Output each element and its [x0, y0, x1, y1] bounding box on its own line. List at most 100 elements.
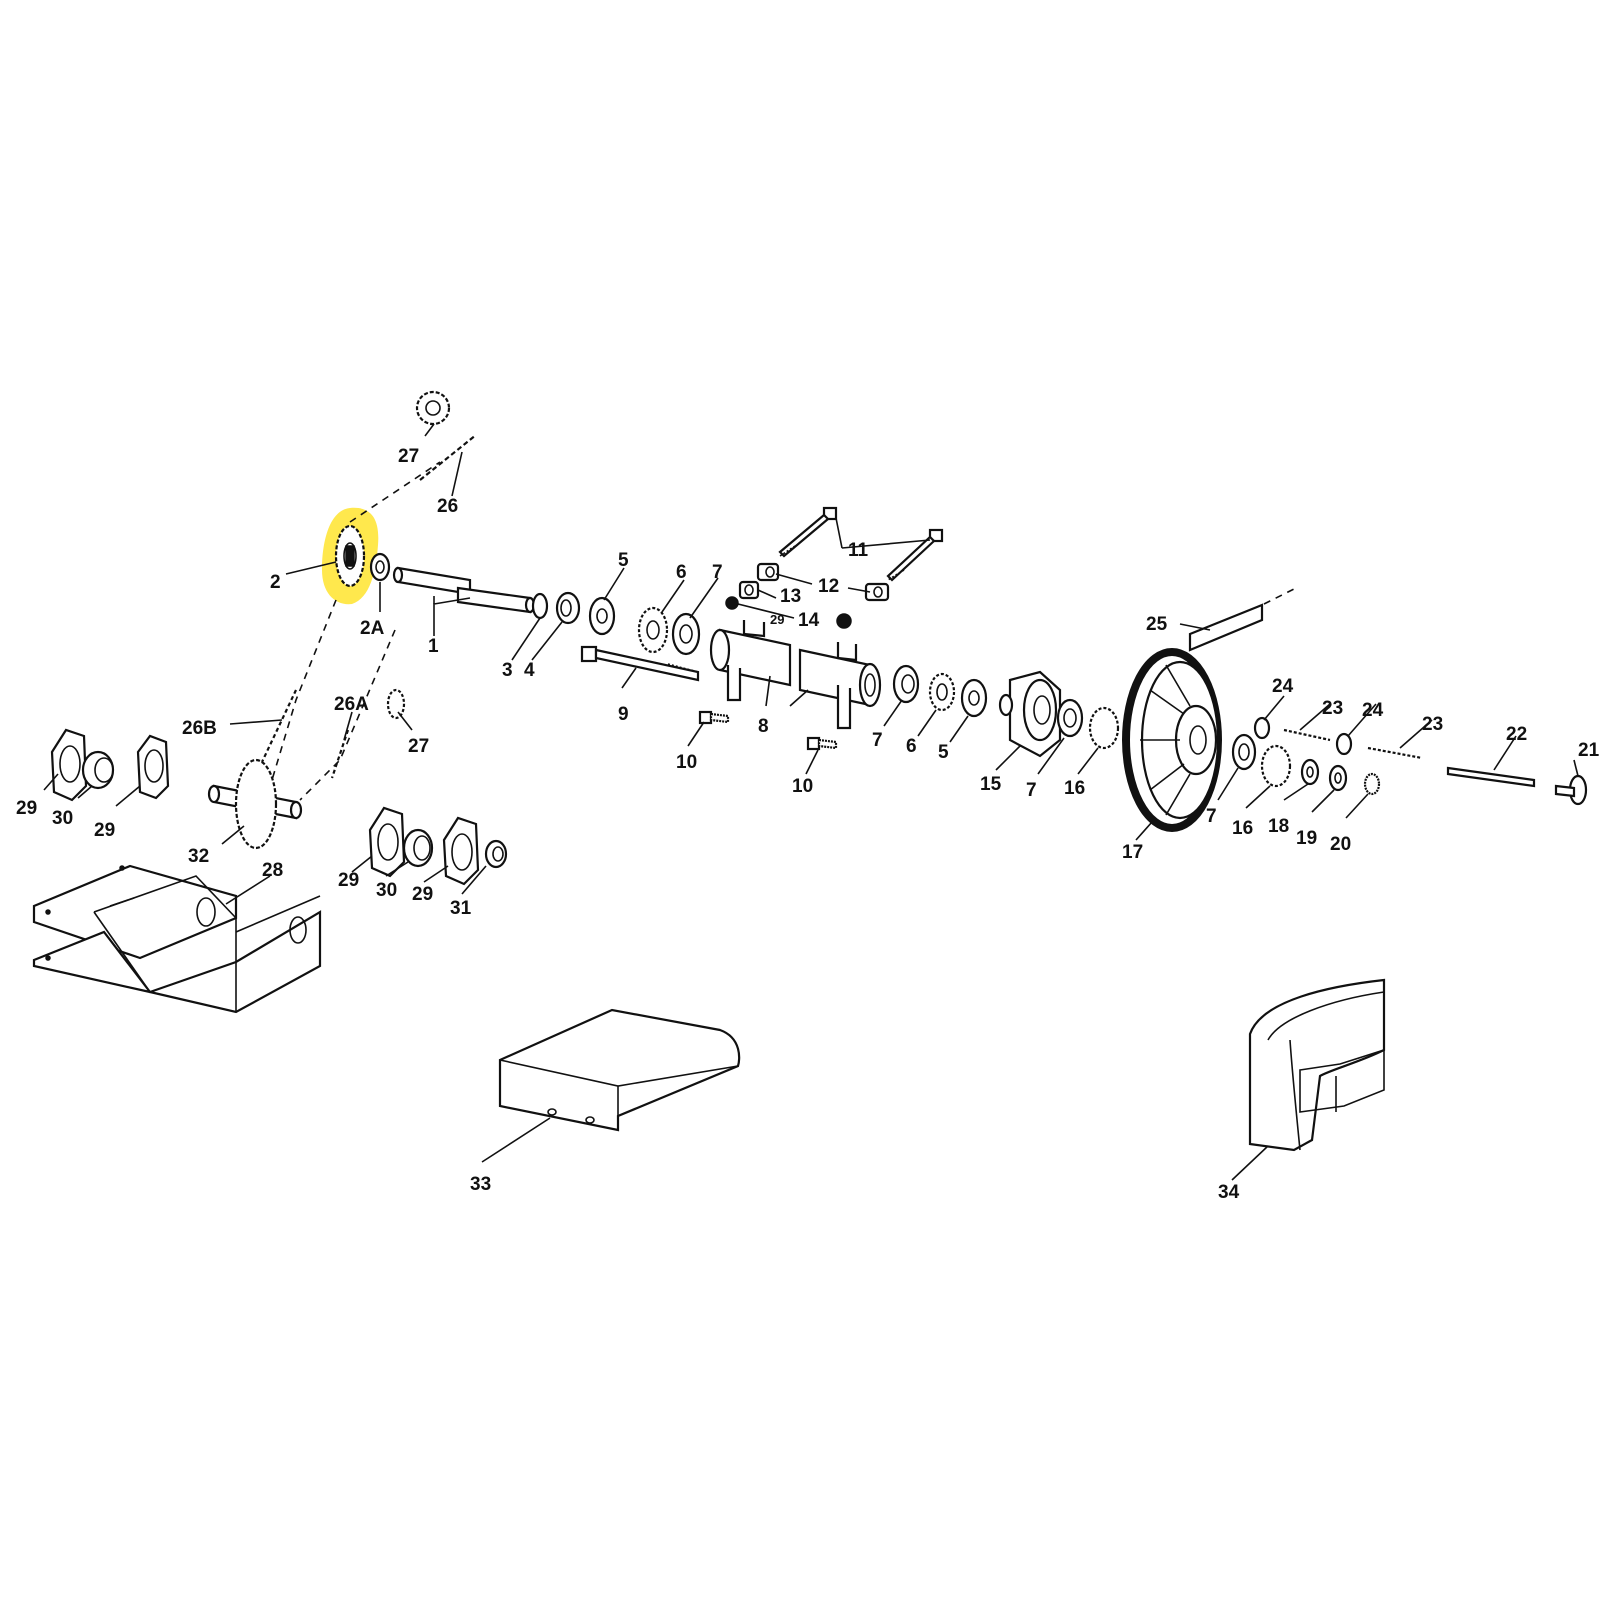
label-23-a: 23 — [1322, 698, 1343, 719]
label-26A: 26A — [334, 694, 369, 715]
cover-plate-33 — [498, 1008, 741, 1132]
frame-bracket-28 — [32, 864, 322, 1014]
label-29-mid-b: 29 — [412, 884, 433, 905]
collar-31 — [484, 839, 508, 869]
label-27-lower: 27 — [408, 736, 429, 757]
label-5-lower: 5 — [938, 742, 949, 763]
spring-23-a — [1283, 728, 1331, 742]
label-7-b: 7 — [872, 730, 883, 751]
label-31: 31 — [450, 898, 472, 919]
cone-16-b — [1260, 744, 1292, 788]
bolt-9 — [580, 645, 700, 682]
bolt-10-right — [806, 736, 838, 751]
label-29-left-b: 29 — [94, 820, 115, 841]
sprocket-27-upper — [415, 390, 451, 426]
chain-26B — [261, 689, 297, 763]
label-9: 9 — [618, 704, 629, 725]
label-2A: 2A — [360, 618, 385, 639]
label-11: 11 — [848, 540, 869, 561]
flange-29-left-b — [136, 734, 170, 800]
label-7-c: 7 — [1026, 780, 1037, 801]
washer-18 — [1300, 758, 1320, 786]
label-10-right: 10 — [792, 776, 813, 797]
label-2: 2 — [270, 572, 281, 593]
bearing-4 — [555, 591, 581, 625]
label-6-upper: 6 — [676, 562, 687, 583]
label-16-b: 16 — [1232, 818, 1253, 839]
shroud-34 — [1248, 978, 1386, 1152]
label-33: 33 — [470, 1174, 491, 1195]
leader-lines — [43, 423, 1579, 1181]
hub-15 — [998, 670, 1062, 758]
label-12: 12 — [818, 576, 839, 597]
chain-26 — [419, 434, 477, 481]
shaft-1 — [392, 566, 536, 614]
spring-23-b — [1367, 746, 1423, 760]
washer-24-a — [1253, 716, 1271, 740]
bearing-7-c — [1056, 698, 1084, 738]
label-19: 19 — [1296, 828, 1317, 849]
bearing-30-left — [81, 750, 115, 790]
washer-5-upper — [588, 596, 616, 636]
label-3: 3 — [502, 660, 513, 681]
label-21: 21 — [1578, 740, 1600, 761]
label-7-d: 7 — [1206, 806, 1217, 827]
cone-16-a — [1088, 706, 1120, 750]
part-labels: 27 26 2 2A 1 3 4 5 6 7 9 8 10 10 11 12 1… — [16, 446, 1600, 1203]
label-26B: 26B — [182, 718, 217, 739]
label-34: 34 — [1218, 1182, 1240, 1203]
label-10-left: 10 — [676, 752, 697, 773]
ring-3 — [531, 592, 549, 620]
washer-5-lower — [960, 678, 988, 718]
label-29-small: 29 — [770, 612, 784, 627]
bearing-30-mid — [402, 828, 434, 868]
nut-14 — [836, 613, 852, 629]
label-16-a: 16 — [1064, 778, 1085, 799]
flange-29-left-a — [50, 728, 88, 802]
label-27-upper: 27 — [398, 446, 419, 467]
bevel-gear-6-lower — [928, 672, 956, 712]
label-8: 8 — [758, 716, 769, 737]
label-24-a: 24 — [1272, 676, 1294, 697]
sprocket-2 — [334, 524, 366, 588]
washer-19 — [1328, 764, 1348, 792]
label-26: 26 — [437, 496, 458, 517]
bearing-7-upper — [671, 612, 701, 656]
label-7-upper: 7 — [712, 562, 723, 583]
pulley-wheel-17 — [1122, 648, 1222, 832]
washer-2A — [369, 552, 391, 582]
label-22: 22 — [1506, 724, 1527, 745]
label-28: 28 — [262, 860, 283, 881]
label-15: 15 — [980, 774, 1002, 795]
label-29-mid-a: 29 — [338, 870, 359, 891]
sprocket-27-lower — [386, 688, 406, 720]
label-14: 14 — [798, 610, 820, 631]
label-24-b: 24 — [1362, 700, 1384, 721]
knob-21 — [1554, 774, 1588, 806]
bolt-10-left — [698, 710, 730, 725]
flange-29-mid-a — [368, 806, 406, 878]
bearing-7-d — [1231, 733, 1257, 771]
rod-22 — [1446, 766, 1536, 788]
label-23-b: 23 — [1422, 714, 1443, 735]
block-12-left — [756, 562, 780, 582]
label-6-lower: 6 — [906, 736, 917, 757]
flange-29-mid-b — [442, 816, 480, 886]
bolts-11 — [778, 506, 944, 582]
label-5-upper: 5 — [618, 550, 629, 571]
bearing-7-b — [892, 664, 920, 704]
label-25: 25 — [1146, 614, 1168, 635]
label-1: 1 — [428, 636, 439, 657]
label-30-left: 30 — [52, 808, 73, 829]
nut-29-small — [725, 596, 739, 610]
label-20: 20 — [1330, 834, 1351, 855]
housing-8 — [709, 620, 882, 730]
sprocket-shaft-32 — [207, 758, 303, 850]
washer-24-b — [1335, 732, 1353, 756]
block-13 — [738, 580, 760, 600]
label-13: 13 — [780, 586, 801, 607]
label-32: 32 — [188, 846, 209, 867]
nut-20 — [1363, 772, 1381, 796]
